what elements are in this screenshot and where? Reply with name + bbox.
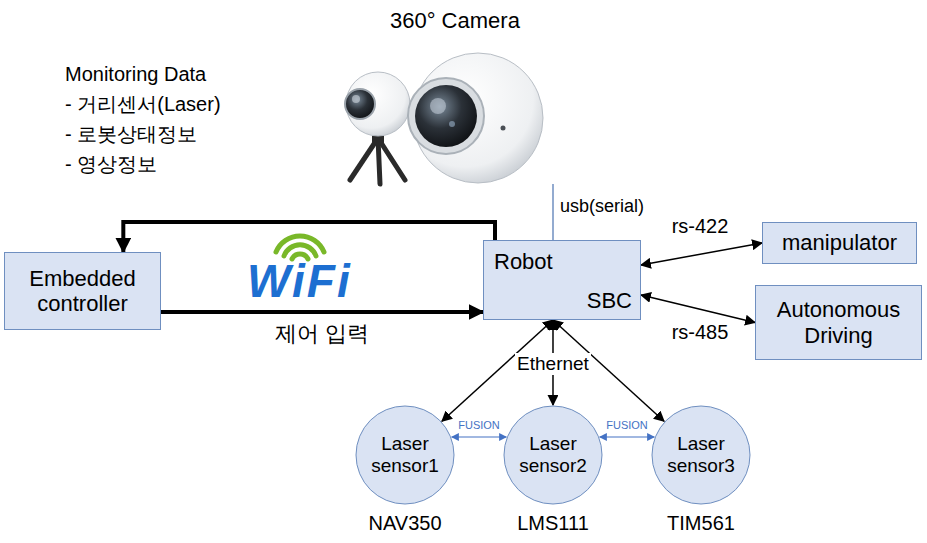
driving-box: Autonomous Driving bbox=[755, 285, 922, 360]
edge-label: FUSION bbox=[606, 419, 648, 432]
connector-arrow bbox=[600, 436, 655, 437]
circle-shape bbox=[356, 406, 454, 504]
sensor-circle: Laser sensor2LMS111 bbox=[503, 405, 603, 505]
connector-arrow bbox=[452, 436, 507, 437]
node-label: Laser sensor3 bbox=[656, 433, 746, 477]
node-label: manipulator bbox=[776, 230, 903, 255]
edge-label: Ethernet bbox=[515, 353, 591, 376]
interface-label: usb(serial) bbox=[560, 196, 644, 218]
edge-label: 제어 입력 bbox=[275, 321, 369, 347]
edge-label: FUSION bbox=[458, 419, 500, 432]
edge-label: rs-485 bbox=[672, 320, 729, 344]
list-item: - 거리센서(Laser) bbox=[65, 92, 221, 116]
node-label: Laser sensor1 bbox=[360, 433, 450, 477]
model-name: NAV350 bbox=[368, 512, 441, 535]
connector-arrow bbox=[641, 243, 762, 265]
model-name: LMS111 bbox=[517, 512, 589, 535]
node-sublabel: SBC bbox=[587, 288, 632, 313]
list-item: - 영상정보 bbox=[65, 152, 157, 176]
list-item: - 로봇상태정보 bbox=[65, 122, 197, 146]
robot-sbc-box: RobotSBC bbox=[483, 240, 641, 320]
connector-arrow bbox=[641, 295, 755, 323]
circle-shape bbox=[652, 406, 750, 504]
manipulator-box: manipulator bbox=[762, 222, 917, 264]
connector-arrow bbox=[161, 310, 483, 314]
camera-title: 360° Camera bbox=[390, 8, 520, 34]
wifi-logo-text: WiFi bbox=[247, 258, 352, 304]
controller-box: Embedded controller bbox=[4, 252, 161, 330]
model-name: TIM561 bbox=[667, 512, 735, 535]
sensor-circle: Laser sensor3TIM561 bbox=[651, 405, 751, 505]
node-label: Autonomous Driving bbox=[756, 297, 921, 348]
node-label: Robot bbox=[494, 249, 553, 274]
circle-shape bbox=[504, 406, 602, 504]
connector-arrow bbox=[123, 222, 495, 252]
sensor-circle: Laser sensor1NAV350 bbox=[355, 405, 455, 505]
node-label: Embedded controller bbox=[5, 266, 160, 317]
edge-label: rs-422 bbox=[672, 214, 729, 238]
node-label: Laser sensor2 bbox=[508, 433, 598, 477]
list-heading: Monitoring Data bbox=[65, 62, 206, 86]
